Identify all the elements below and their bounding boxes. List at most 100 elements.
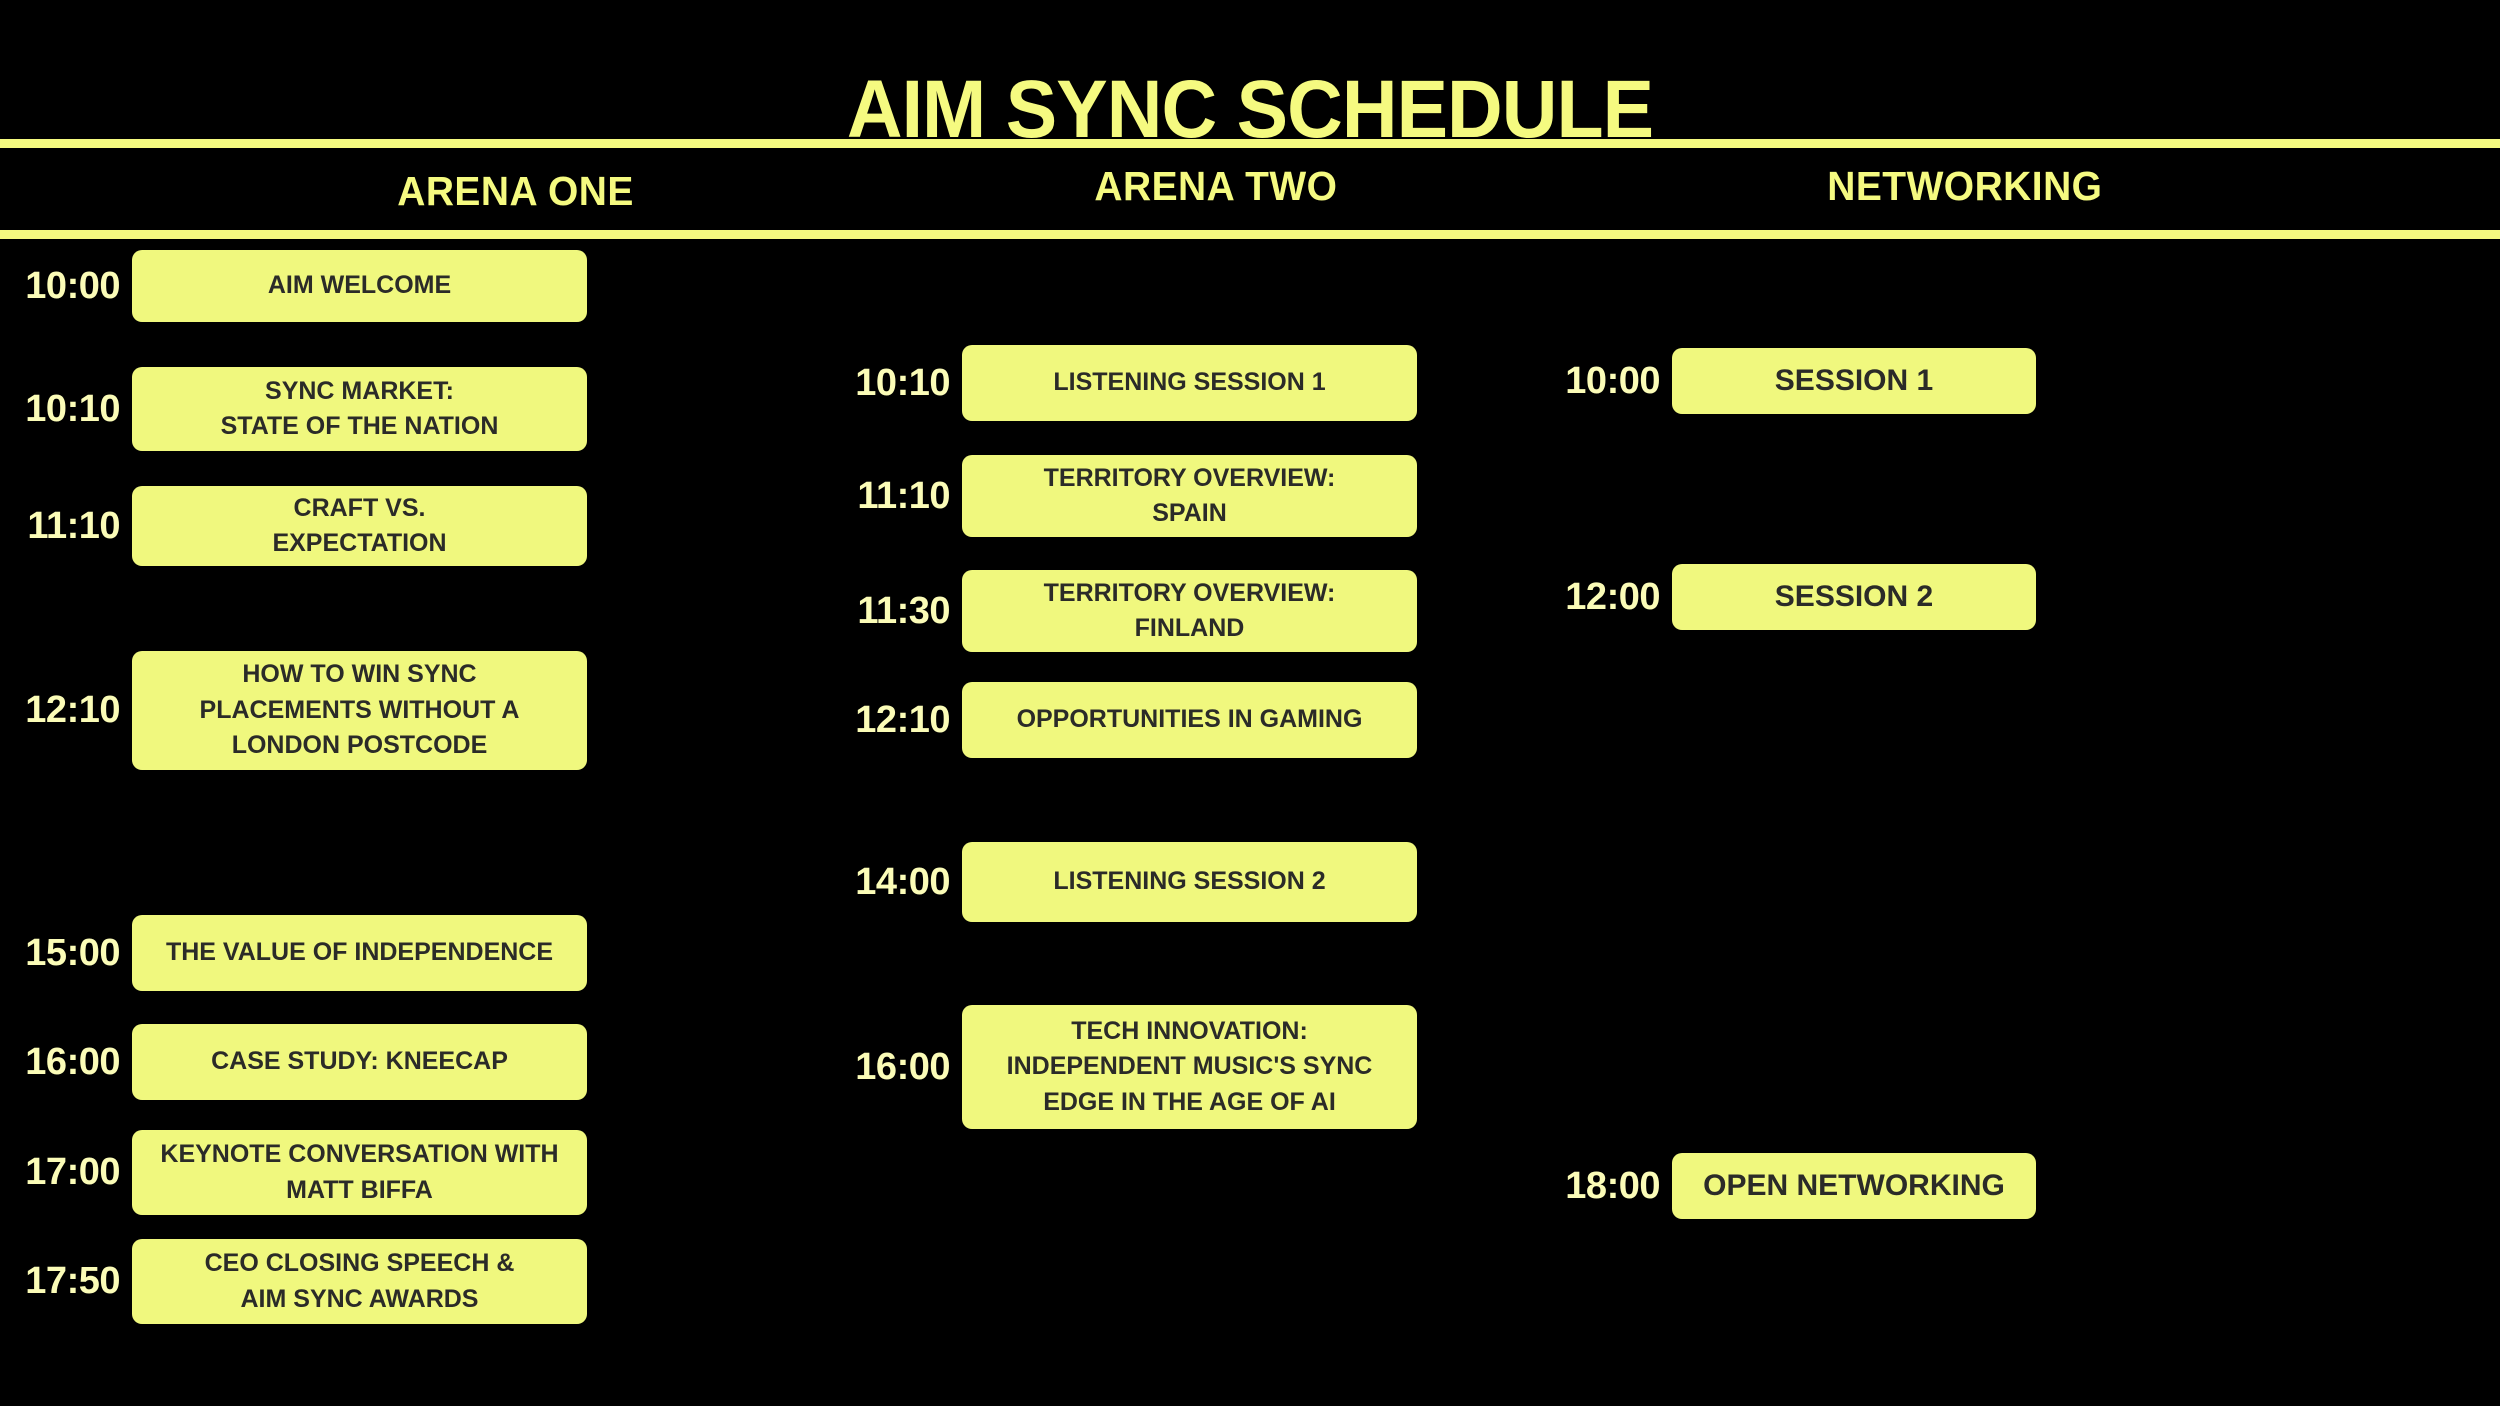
session-card[interactable]: CEO CLOSING SPEECH & AIM SYNC AWARDS xyxy=(132,1239,587,1324)
session-time: 14:00 xyxy=(855,860,950,903)
session-time: 12:10 xyxy=(855,698,950,741)
session-title-line: KEYNOTE CONVERSATION WITH xyxy=(160,1140,559,1168)
schedule-slot: 16:00 TECH INNOVATION: INDEPENDENT MUSIC'S… xyxy=(830,1005,1417,1129)
session-title-line: EDGE IN THE AGE OF AI xyxy=(1043,1087,1336,1116)
session-card[interactable]: CASE STUDY: KNEECAP xyxy=(132,1024,587,1100)
page-title: AIM SYNC SCHEDULE xyxy=(846,63,1654,155)
session-title-line: LONDON POSTCODE xyxy=(231,731,488,760)
session-title: TECH INNOVATION: INDEPENDENT MUSIC'S SYNC… xyxy=(1007,1014,1373,1121)
session-title: OPEN NETWORKING xyxy=(1703,1165,2005,1208)
schedule-slot: 10:10 LISTENING SESSION 1 xyxy=(830,345,1417,421)
schedule-slot: 17:00 KEYNOTE CONVERSATION WITH MATT BIFFA xyxy=(0,1130,587,1215)
session-title: CRAFT VS. EXPECTATION xyxy=(272,491,446,562)
session-title: OPPORTUNITIES IN GAMING xyxy=(1017,702,1363,738)
session-title-line: TECH INNOVATION: xyxy=(1071,1016,1308,1045)
session-title-line: TERRITORY OVERVIEW: xyxy=(1043,463,1336,492)
session-title: SYNC MARKET: STATE OF THE NATION xyxy=(221,374,499,445)
session-time: 11:10 xyxy=(27,504,120,547)
session-title-line: HOW TO WIN SYNC xyxy=(242,660,477,689)
session-title-line: OPPORTUNITIES IN GAMING xyxy=(1016,705,1363,734)
session-title: AIM WELCOME xyxy=(268,268,451,304)
schedule-slot: 10:00 AIM WELCOME xyxy=(0,250,587,322)
session-card[interactable]: LISTENING SESSION 1 xyxy=(962,345,1417,421)
session-time: 10:10 xyxy=(855,361,950,404)
session-title-line: LISTENING SESSION 2 xyxy=(1053,867,1326,896)
session-title: THE VALUE OF INDEPENDENCE xyxy=(166,935,553,971)
session-title-line: INDEPENDENT MUSIC'S SYNC xyxy=(1006,1052,1373,1081)
session-title-line: CRAFT VS. xyxy=(293,493,426,522)
session-title-line: LISTENING SESSION 1 xyxy=(1053,368,1326,397)
session-time: 16:00 xyxy=(25,1040,120,1083)
session-card[interactable]: THE VALUE OF INDEPENDENCE xyxy=(132,915,587,991)
session-title-line: CEO CLOSING SPEECH & xyxy=(204,1249,515,1277)
session-card[interactable]: TERRITORY OVERVIEW: SPAIN xyxy=(962,455,1417,537)
session-title-line: MATT BIFFA xyxy=(286,1175,433,1204)
session-title-line: TERRITORY OVERVIEW: xyxy=(1043,578,1336,607)
session-title: CASE STUDY: KNEECAP xyxy=(211,1044,508,1080)
schedule-slot: 18:00 OPEN NETWORKING xyxy=(1530,1153,2036,1219)
session-card[interactable]: SESSION 2 xyxy=(1672,564,2036,630)
session-card[interactable]: OPEN NETWORKING xyxy=(1672,1153,2036,1219)
session-time: 10:10 xyxy=(25,387,120,430)
session-card[interactable]: OPPORTUNITIES IN GAMING xyxy=(962,682,1417,758)
session-time: 12:10 xyxy=(25,689,120,731)
session-card[interactable]: CRAFT VS. EXPECTATION xyxy=(132,486,587,566)
session-time: 11:30 xyxy=(857,589,950,632)
schedule-slot: 11:30 TERRITORY OVERVIEW: FINLAND xyxy=(830,570,1417,652)
session-title: LISTENING SESSION 2 xyxy=(1053,864,1325,900)
session-time: 17:50 xyxy=(25,1260,120,1302)
schedule-slot: 14:00 LISTENING SESSION 2 xyxy=(830,842,1417,922)
schedule-slot: 17:50 CEO CLOSING SPEECH & AIM SYNC AWARDS xyxy=(0,1239,587,1324)
schedule-slot: 12:10 HOW TO WIN SYNC PLACEMENTS WITHOUT A… xyxy=(0,651,587,770)
session-card[interactable]: AIM WELCOME xyxy=(132,250,587,322)
session-card[interactable]: TECH INNOVATION: INDEPENDENT MUSIC'S SYNC… xyxy=(962,1005,1417,1129)
session-title: CEO CLOSING SPEECH & AIM SYNC AWARDS xyxy=(205,1246,515,1317)
column-heading-arena-one: ARENA ONE xyxy=(397,168,634,214)
session-title-line: EXPECTATION xyxy=(272,529,447,557)
session-card[interactable]: SYNC MARKET: STATE OF THE NATION xyxy=(132,367,587,451)
session-time: 18:00 xyxy=(1565,1164,1660,1207)
session-title-line: FINLAND xyxy=(1134,614,1245,642)
session-time: 17:00 xyxy=(25,1151,120,1193)
session-title: LISTENING SESSION 1 xyxy=(1053,365,1325,401)
schedule-slot: 12:00 SESSION 2 xyxy=(1530,564,2036,630)
session-title-line: AIM SYNC AWARDS xyxy=(240,1284,479,1313)
header-divider-top xyxy=(0,139,2500,148)
session-title-line: OPEN NETWORKING xyxy=(1703,1168,2005,1202)
session-card[interactable]: SESSION 1 xyxy=(1672,348,2036,414)
session-title: KEYNOTE CONVERSATION WITH MATT BIFFA xyxy=(160,1137,558,1208)
column-heading-networking: NETWORKING xyxy=(1827,163,2103,209)
schedule-slot: 10:10 SYNC MARKET: STATE OF THE NATION xyxy=(0,367,587,451)
session-title-line: SESSION 1 xyxy=(1774,363,1934,397)
session-title: SESSION 2 xyxy=(1775,576,1933,619)
session-time: 10:00 xyxy=(1565,359,1660,402)
session-time: 11:10 xyxy=(857,474,950,517)
session-title: SESSION 1 xyxy=(1775,360,1933,403)
session-time: 16:00 xyxy=(855,1045,950,1088)
header-divider-bottom xyxy=(0,230,2500,239)
session-title-line: SESSION 2 xyxy=(1774,579,1934,613)
schedule-slot: 11:10 CRAFT VS. EXPECTATION xyxy=(0,486,587,566)
schedule-slot: 16:00 CASE STUDY: KNEECAP xyxy=(0,1024,587,1100)
session-card[interactable]: LISTENING SESSION 2 xyxy=(962,842,1417,922)
session-title-line: THE VALUE OF INDEPENDENCE xyxy=(165,938,554,967)
session-title-line: AIM WELCOME xyxy=(267,271,452,300)
session-title: TERRITORY OVERVIEW: SPAIN xyxy=(1044,461,1336,532)
session-time: 12:00 xyxy=(1565,575,1660,618)
column-heading-arena-two: ARENA TWO xyxy=(1094,163,1338,209)
session-title-line: STATE OF THE NATION xyxy=(220,412,499,440)
session-card[interactable]: TERRITORY OVERVIEW: FINLAND xyxy=(962,570,1417,652)
session-title-line: SYNC MARKET: xyxy=(265,376,454,405)
schedule-slot: 12:10 OPPORTUNITIES IN GAMING xyxy=(830,682,1417,758)
session-title-line: CASE STUDY: KNEECAP xyxy=(211,1047,508,1076)
session-time: 10:00 xyxy=(25,264,120,307)
session-title: HOW TO WIN SYNC PLACEMENTS WITHOUT A LONDO… xyxy=(200,657,520,764)
session-card[interactable]: HOW TO WIN SYNC PLACEMENTS WITHOUT A LONDO… xyxy=(132,651,587,770)
schedule-slot: 11:10 TERRITORY OVERVIEW: SPAIN xyxy=(830,455,1417,537)
schedule-slot: 10:00 SESSION 1 xyxy=(1530,348,2036,414)
session-title-line: PLACEMENTS WITHOUT A xyxy=(199,695,520,724)
session-title: TERRITORY OVERVIEW: FINLAND xyxy=(1044,576,1336,647)
session-title-line: SPAIN xyxy=(1152,499,1227,527)
session-card[interactable]: KEYNOTE CONVERSATION WITH MATT BIFFA xyxy=(132,1130,587,1215)
